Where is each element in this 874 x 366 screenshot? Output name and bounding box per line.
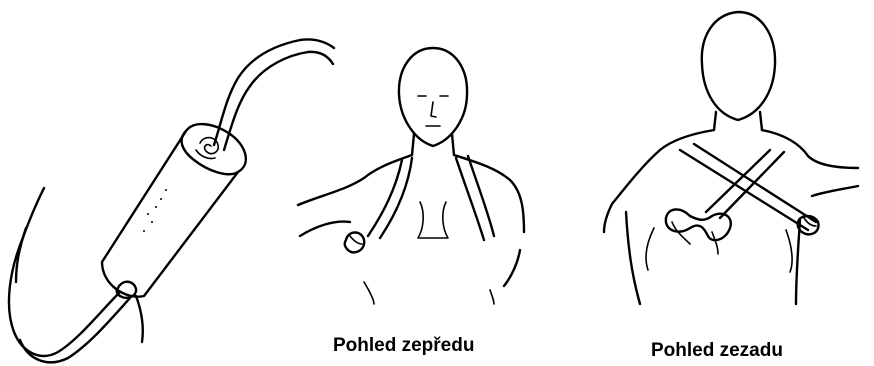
bandage-roll-body	[102, 131, 238, 297]
front-knot	[345, 233, 365, 253]
caption-back-view: Pohled zezadu	[651, 340, 783, 362]
bandage-upper-tail-edge	[224, 52, 333, 150]
front-face	[418, 96, 448, 126]
back-bow-knot	[666, 209, 731, 240]
back-head	[702, 12, 775, 120]
bandage-texture	[143, 189, 167, 232]
back-strap-crossing	[680, 144, 816, 230]
back-view-figure	[604, 12, 858, 304]
front-head	[399, 48, 467, 146]
bandage-top-knot	[200, 138, 218, 154]
front-strap-right	[456, 156, 494, 240]
bandage-roll-top	[182, 124, 246, 174]
bandage-roll-illustration	[9, 39, 334, 362]
front-view-figure	[298, 48, 524, 304]
caption-front-view: Pohled zepředu	[333, 335, 474, 357]
bandage-upper-tail	[214, 39, 334, 145]
